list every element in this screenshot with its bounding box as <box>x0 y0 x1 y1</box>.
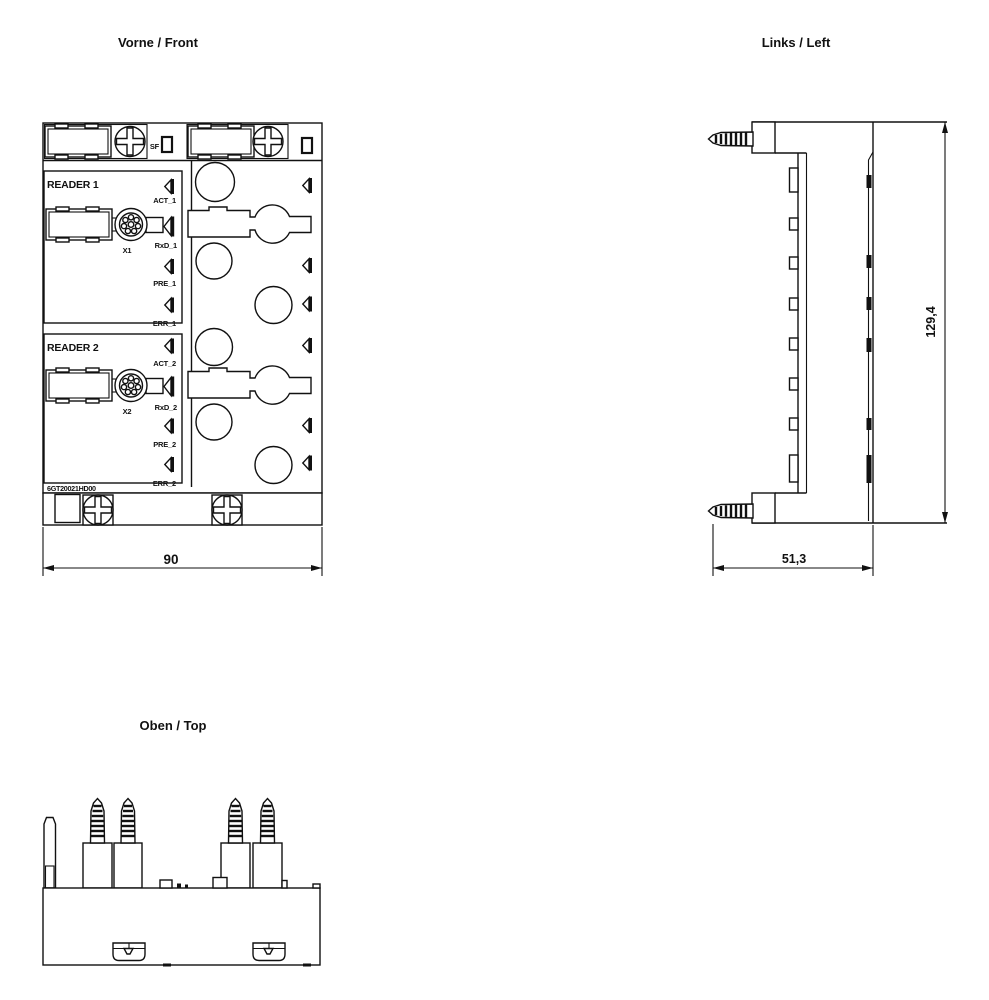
bottom-edge-marks <box>163 963 311 967</box>
led-label-act1: ACT_1 <box>153 196 176 205</box>
mounting-screw <box>119 797 137 845</box>
connector-stem <box>145 216 164 234</box>
m12-connector-x2 <box>114 368 148 403</box>
mounting-hole <box>254 445 293 485</box>
screw-post <box>751 492 776 524</box>
terminal-block <box>187 123 255 160</box>
mounting-features <box>187 161 313 485</box>
top-edge-tabs <box>159 876 321 889</box>
crosshead-screw <box>211 494 243 526</box>
crosshead-screw <box>82 494 114 526</box>
led-label-err2: ERR_2 <box>153 479 176 488</box>
connector-stem <box>145 377 164 395</box>
led-label-pre2: PRE_2 <box>153 440 176 449</box>
inner-right-line <box>867 151 874 521</box>
reader1-label: READER 1 <box>47 179 99 191</box>
mounting-screw <box>259 797 276 845</box>
front-view-title: Vorne / Front <box>118 35 199 50</box>
sf-led <box>160 135 174 154</box>
mounting-hole <box>195 403 233 441</box>
left-edge-tabs <box>788 167 799 483</box>
dim-depth-value: 51,3 <box>782 552 806 566</box>
terminal-block <box>45 367 113 404</box>
mounting-hole <box>194 327 234 367</box>
status-led <box>300 136 314 155</box>
height-dimension: 129,4 <box>924 122 948 523</box>
depth-dimension: 51,3 <box>712 524 874 576</box>
reader2-section: READER 2 X2 ACT_2 RxD_2 PRE_2 ERR_2 <box>43 333 183 488</box>
reader1-section: READER 1 X1 ACT_1 RxD_1 PRE_1 ERR_1 <box>43 170 183 328</box>
crosshead-screw <box>114 125 146 158</box>
front-view: Vorne / Front SF READER 1 X1 <box>42 35 323 576</box>
screw-post <box>751 121 776 154</box>
notch <box>54 493 81 524</box>
mounting-screw <box>707 130 755 148</box>
led-label-pre1: PRE_1 <box>153 279 176 288</box>
mounting-hole <box>195 242 233 280</box>
bottom-band <box>42 492 323 526</box>
led-label-rxd2: RxD_2 <box>155 403 177 412</box>
mounting-screw <box>89 797 106 845</box>
sf-label: SF <box>150 142 160 151</box>
arrowhead <box>311 565 322 571</box>
width-dimension: 90 <box>42 527 323 576</box>
left-view: Links / Left <box>707 35 948 576</box>
keyhole-slot <box>187 365 312 405</box>
left-view-title: Links / Left <box>762 35 831 50</box>
rail-clip <box>112 942 146 962</box>
rail-clip <box>252 942 286 962</box>
x2-label: X2 <box>123 407 132 416</box>
arrowhead <box>862 565 873 571</box>
led-label-err1: ERR_1 <box>153 319 176 328</box>
x1-label: X1 <box>123 246 132 255</box>
arrowhead <box>43 565 54 571</box>
arrowhead <box>942 122 948 133</box>
dim-height-value: 129,4 <box>924 306 938 337</box>
mounting-hole <box>194 161 236 203</box>
mounting-hole <box>254 285 293 325</box>
terminal-block <box>44 123 112 160</box>
arrowhead <box>713 565 724 571</box>
m12-connector-x1 <box>114 207 148 242</box>
top-band: SF <box>43 123 314 160</box>
led-label-rxd1: RxD_1 <box>155 241 177 250</box>
reader2-label: READER 2 <box>47 342 99 354</box>
top-view-title: Oben / Top <box>140 718 207 733</box>
led-label-act2: ACT_2 <box>153 359 176 368</box>
mounting-screw <box>227 797 244 845</box>
part-number: 6GT20021HD00 <box>47 484 96 493</box>
mounting-screw <box>707 502 755 520</box>
screw-posts <box>82 842 283 889</box>
terminal-block <box>45 206 113 243</box>
arrowhead <box>942 512 948 523</box>
keyhole-slot <box>187 204 312 244</box>
top-view: Oben / Top <box>42 718 321 967</box>
rail-clip-marks <box>866 175 872 483</box>
crosshead-screw <box>252 125 284 158</box>
dim-width-value: 90 <box>163 552 178 567</box>
